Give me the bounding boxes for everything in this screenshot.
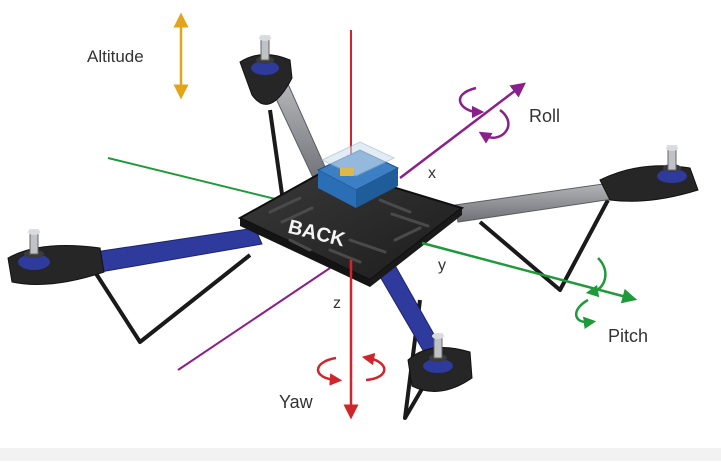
motor-rear-left <box>7 229 105 285</box>
pitch-label: Pitch <box>608 326 648 346</box>
z-axis-label: z <box>333 295 341 312</box>
flight-controller <box>316 141 400 208</box>
roll-label: Roll <box>529 106 560 126</box>
centre-plate <box>237 166 465 287</box>
pitch-rotation-icon <box>575 257 607 329</box>
yaw-rotation-icon <box>316 352 386 386</box>
x-axis <box>399 82 526 179</box>
green-axis-back <box>107 157 301 206</box>
motor-rear-right <box>407 333 473 392</box>
y-axis-label: y <box>438 257 446 274</box>
x-axis-label: x <box>428 165 436 182</box>
motor-front-left <box>239 35 293 105</box>
purple-axis-back <box>177 267 331 371</box>
altitude-label: Altitude <box>87 47 144 66</box>
motor-front-right <box>599 145 699 202</box>
yaw-label: Yaw <box>279 392 314 412</box>
landing-legs <box>93 109 610 420</box>
roll-rotation-icon <box>458 86 510 144</box>
bottom-strip <box>0 448 721 461</box>
